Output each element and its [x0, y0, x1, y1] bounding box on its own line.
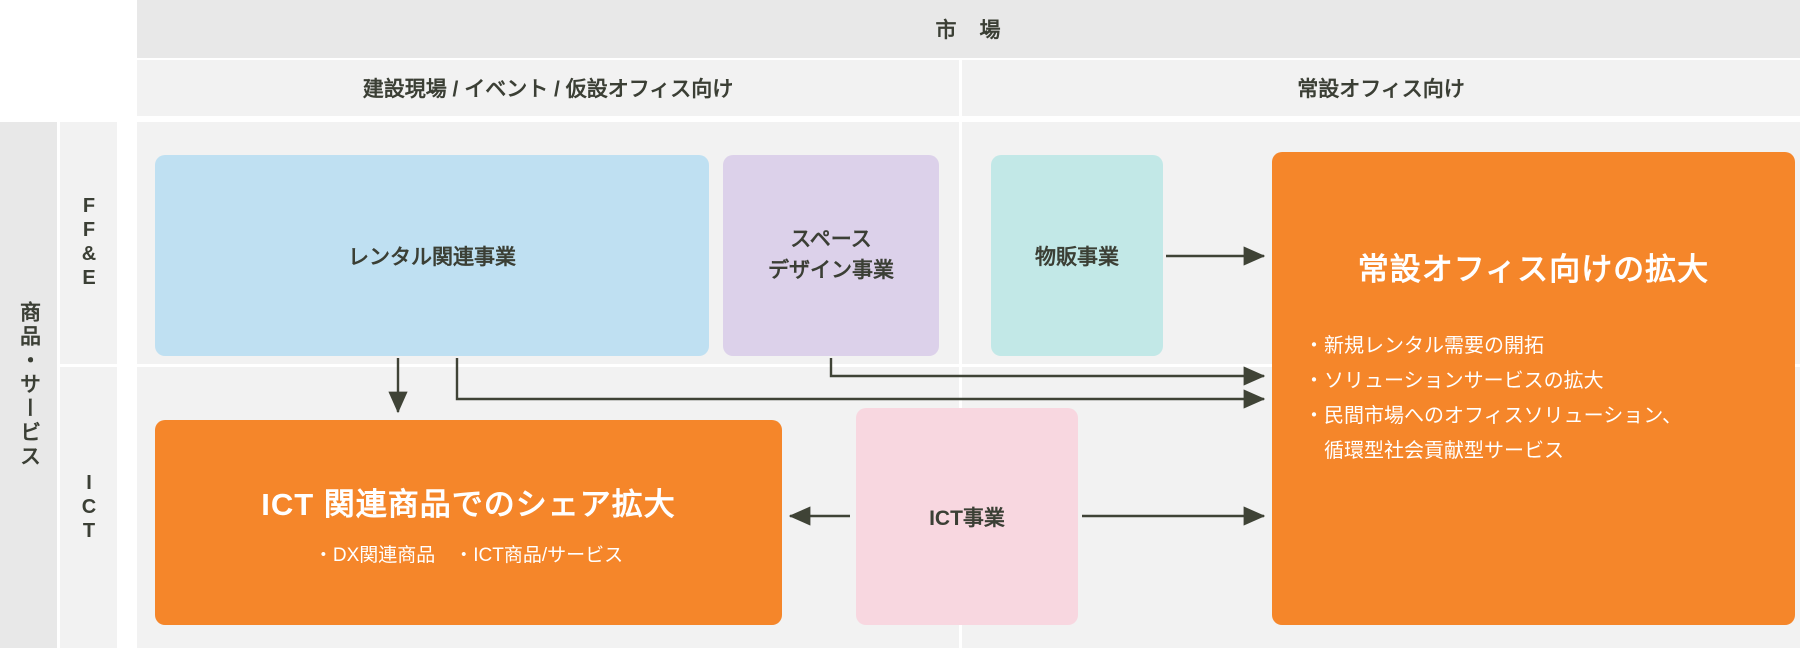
market-title-band: 市 場 — [137, 0, 1800, 58]
box-goods-business[interactable]: 物販事業 — [991, 155, 1163, 356]
row-label-ict: ICT — [60, 367, 117, 648]
box-ict-share-title: ICT 関連商品でのシェア拡大 — [261, 486, 676, 522]
office-bullet-3-continuation: 循環型社会貢献型サービス — [1324, 440, 1564, 462]
category-axis-text: 商品・サービス — [17, 301, 41, 469]
category-axis-label: 商品・サービス — [0, 122, 57, 648]
arrow-space-design-to-office — [829, 358, 1266, 386]
row-label-ffe-text: FF&E — [78, 195, 100, 291]
market-column-label-1: 建設現場 / イベント / 仮設オフィス向け — [362, 78, 734, 101]
arrow-rental-to-office — [455, 358, 1266, 409]
box-ict-share-subtitle: ・DX関連商品 ・ICT商品/サービス — [313, 544, 624, 566]
market-title: 市 場 — [935, 19, 1002, 42]
box-ict-business-label: ICT事業 — [929, 506, 1005, 530]
box-space-design-label-line2: デザイン事業 — [768, 258, 894, 282]
box-office-expansion-bullets: ・新規レンタル需要の開拓 ・ソリューションサービスの拡大 ・民間市場へのオフィス… — [1272, 329, 1795, 469]
box-space-design-label-line1: スペース — [790, 228, 872, 252]
row-label-ffe: FF&E — [60, 122, 117, 364]
box-ict-share-expansion[interactable]: ICT 関連商品でのシェア拡大 ・DX関連商品 ・ICT商品/サービス — [155, 420, 782, 625]
box-office-expansion[interactable]: 常設オフィス向けの拡大 ・新規レンタル需要の開拓 ・ソリューションサービスの拡大… — [1272, 152, 1795, 625]
market-column-label-2: 常設オフィス向け — [1297, 78, 1465, 101]
row-label-ict-text: ICT — [78, 471, 100, 544]
market-column-permanent: 常設オフィス向け — [962, 60, 1800, 116]
box-goods-label: 物販事業 — [1035, 245, 1119, 269]
market-column-temporary: 建設現場 / イベント / 仮設オフィス向け — [137, 60, 959, 116]
office-bullet-3: ・民間市場へのオフィスソリューション、 — [1304, 405, 1682, 427]
box-ict-business[interactable]: ICT事業 — [856, 408, 1078, 625]
box-space-design-business[interactable]: スペース デザイン事業 — [723, 155, 939, 356]
office-bullet-2: ・ソリューションサービスの拡大 — [1304, 370, 1604, 392]
box-office-expansion-title: 常設オフィス向けの拡大 — [1357, 252, 1710, 287]
office-bullet-1: ・新規レンタル需要の開拓 — [1304, 335, 1544, 357]
box-rental-business[interactable]: レンタル関連事業 — [155, 155, 709, 356]
box-rental-label: レンタル関連事業 — [348, 245, 516, 269]
